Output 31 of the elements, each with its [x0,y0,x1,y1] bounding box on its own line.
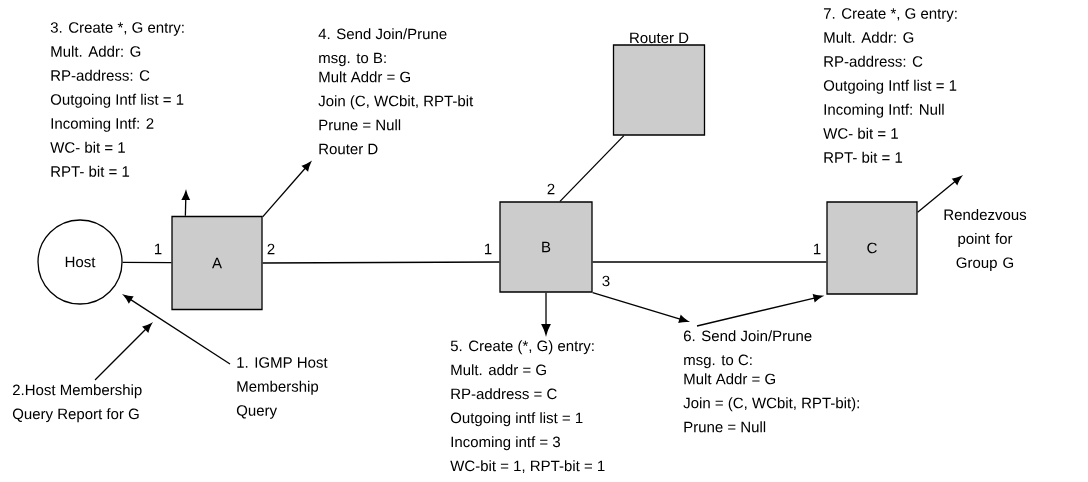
node-label: Router D [630,32,689,44]
arrow [123,294,231,365]
link-line [262,261,500,264]
arrow [262,161,312,218]
arrow [94,323,152,381]
arrow [541,292,551,336]
port-number: 1 [482,242,494,256]
link-line [122,261,172,264]
router-box: B [499,201,593,293]
router-box: C [826,201,918,295]
port-number: 1 [152,242,164,256]
link-line [559,135,625,202]
router-box: Router D [612,32,706,136]
annotation-text: 7. Create *, G entry: Mult. Addr: G RP-address: C Outgoing Intf list = 1 Incoming Intf: Null WC- bit = 1 RPT- bit = 1 [823,8,957,163]
annotation-text: 5. Create (*, G) entry: Mult. addr = G RP-address = C Outgoing intf list = 1 Incoming intf = 3 WC-bit = 1, RPT-bit = 1 [450,340,605,473]
annotation-text: 3. Create *, G entry: Mult. Addr: G RP-address: C Outgoing Intf list = 1 Incoming Intf: 2 WC- bit = 1 RPT- bit = 1 [50,22,184,177]
port-number: 3 [600,274,612,288]
annotation-text: 4. Send Join/Prune msg. to B: Mult Addr = G Join (C, WCbit, RPT-bit Prune = Null Router D [318,28,474,155]
port-number: 2 [545,182,557,196]
annotation-text: Rendezvous point for Group G [944,209,1027,271]
port-number: 2 [265,242,277,256]
arrow [696,294,823,327]
link-line [592,261,827,263]
annotation-text: 2.Host Membership Query Report for G [12,384,142,423]
annotation-text: 6. Send Join/Prune msg. to C: Mult Addr = G Join = (C, WCbit, RPT-bit): Prune = Null [683,330,859,433]
port-number: 1 [811,242,823,256]
router-box: A [171,215,263,311]
arrow [917,175,962,213]
annotation-text: 1. IGMP Host Membership Query [236,357,328,419]
arrow [592,292,689,323]
arrow [181,190,190,217]
